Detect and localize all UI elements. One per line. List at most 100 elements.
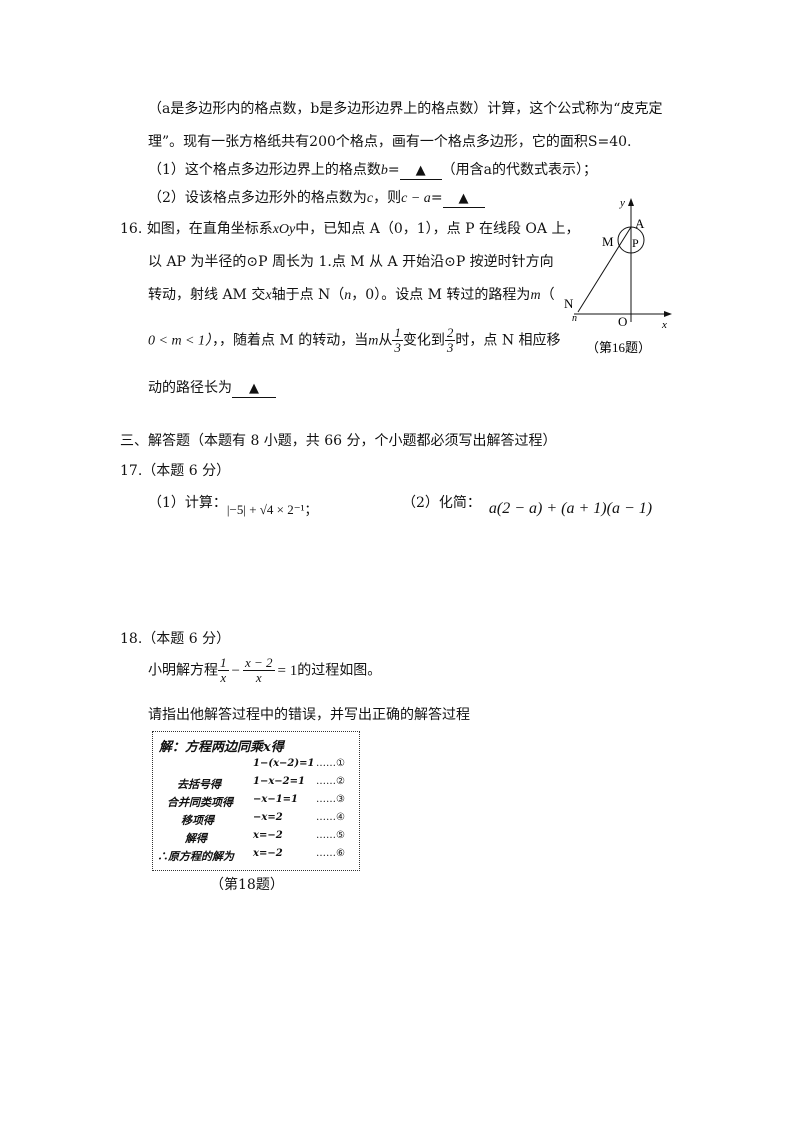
q18-line1-a: 小明解方程 [148, 662, 218, 679]
row-marker: ……① [316, 758, 345, 769]
q16-line2: 以 AP 为半径的⊙P 周长为 1.点 M 从 A 开始沿⊙P 按逆时针方向 [148, 254, 554, 270]
row-equation: −x−1=1 [253, 794, 299, 805]
label-a: A [635, 216, 645, 231]
q15-part2: （2）设该格点多边形外的格点数为c，则c − a= ▲ [148, 187, 485, 208]
row-equation: 1−x−2=1 [253, 776, 305, 787]
label-o: O [618, 314, 627, 329]
fraction-numerator: x − 2 [242, 655, 275, 671]
label-m: M [602, 234, 614, 249]
q16-line4-c: 变化到 [402, 332, 445, 349]
q15-part2-expr: c − a [401, 191, 431, 206]
q18-figure: 解：方程两边同乘x得 1−(x−2)=1 ……① 去括号得 1−x−2=1 ……… [152, 731, 360, 871]
q16-line4-m: m [368, 333, 379, 349]
q15-part2-mid: ，则 [373, 190, 402, 206]
q15-part2-prefix: （2）设该格点多边形外的格点数为 [148, 190, 367, 206]
q18-eq: = 1 [277, 662, 298, 679]
row-equation: x=−2 [253, 848, 283, 859]
label-p: P [632, 236, 639, 250]
q18-figure-row: 1−(x−2)=1 ……① [153, 758, 361, 776]
row-label: 去括号得 [177, 778, 221, 791]
q16-line3-c: ，0）。设点 M 转过的路程为 [351, 287, 531, 303]
q18-title: 18.（本题 6 分） [120, 631, 231, 647]
row-equation: −x=2 [253, 812, 283, 823]
q15-line2: 理”。现有一张方格纸共有200个格点，画有一个格点多边形，它的面积S=40. [148, 134, 632, 150]
q16-line3-var: x [265, 288, 272, 303]
q15-part1-eq: = [387, 162, 400, 178]
q16-line3-a: 转动，射线 AM 交 [148, 287, 266, 303]
q17-part2: （2）化简： a(2 − a) + (a + 1)(a − 1) [402, 492, 652, 517]
q15-part1-var: b [380, 163, 388, 178]
fraction-numerator: 1 [218, 655, 229, 671]
row-equation: x=−2 [253, 830, 283, 841]
row-label: 解得 [185, 832, 207, 845]
q17-part2-label: （2）化简： [402, 495, 481, 511]
row-marker: ……④ [316, 812, 345, 823]
q18-figure-row: 解得 x=−2 ……⑤ [153, 830, 361, 848]
row-marker: ……③ [316, 794, 345, 805]
row-marker: ……⑥ [316, 848, 345, 859]
q16-line3-b: 轴于点 N（ [271, 287, 345, 303]
q18-figure-row: 去括号得 1−x−2=1 ……② [153, 776, 361, 794]
row-marker: ……⑤ [316, 830, 345, 841]
row-equation: 1−(x−2)=1 [253, 758, 315, 769]
q16-line1-b: 中，已知点 A（0，1），点 P 在线段 OA 上， [295, 221, 580, 237]
q18-minus: − [231, 662, 240, 679]
q16-line5-text: 动的路径长为 [148, 380, 232, 396]
q15-part2-blank[interactable]: ▲ [442, 190, 485, 208]
fraction-numerator: 1 [392, 325, 403, 341]
q16-line3-m: m [530, 288, 541, 303]
q15-line1: （a是多边形内的格点数，b是多边形边界上的格点数）计算，这个公式称为“皮克定 [148, 101, 663, 117]
label-n-small: n [572, 313, 577, 324]
q17-part1-label: （1）计算： [148, 495, 227, 511]
q17-part2-expr: a(2 − a) + (a + 1)(a − 1) [488, 500, 653, 517]
q16-line3-n: n [344, 288, 352, 303]
q16-line3-d: （ [540, 287, 555, 303]
q15-part1-suffix: （用含a的代数式表示）； [441, 162, 597, 178]
q16-line1-a: 16. 如图，在直角坐标系 [120, 221, 273, 237]
q16-figure: y A M P N n O x （第16题） [564, 197, 672, 355]
q18-figure-row: 移项得 −x=2 ……④ [153, 812, 361, 830]
q16-blank[interactable]: ▲ [232, 380, 276, 398]
q16-line4-b: 从 [378, 332, 393, 349]
answer-triangle-icon: ▲ [458, 191, 469, 206]
q18-line1-b: 的过程如图。 [297, 662, 382, 679]
ray-am [577, 226, 632, 313]
q16-line5: 动的路径长为 ▲ [148, 377, 276, 398]
q17-part1: （1）计算：|−5| + √4 × 2⁻¹； [148, 492, 318, 517]
row-label: ∴原方程的解为 [157, 850, 234, 863]
answer-triangle-icon: ▲ [415, 163, 426, 178]
q17-part1-expr: |−5| + √4 × 2⁻¹； [226, 502, 318, 517]
fraction-denominator: 3 [446, 340, 454, 355]
q15-part1-prefix: （1）这个格点多边形边界上的格点数 [148, 162, 381, 178]
q18-line2: 请指出他解答过程中的错误，并写出正确的解答过程 [148, 707, 470, 723]
row-marker: ……② [316, 776, 345, 787]
q16-line1: 16. 如图，在直角坐标系xOy中，已知点 A（0，1），点 P 在线段 OA … [120, 218, 579, 238]
row-label: 移项得 [181, 814, 214, 827]
q18-figure-header: 解：方程两边同乘x得 [159, 740, 284, 755]
fraction-denominator: 3 [394, 340, 401, 355]
q15-part1-blank[interactable]: ▲ [399, 162, 442, 180]
answer-triangle-icon: ▲ [249, 381, 259, 396]
q17-title: 17.（本题 6 分） [120, 463, 231, 479]
label-x: x [661, 319, 667, 331]
row-label: 合并同类项得 [167, 796, 233, 809]
q15-part2-eq: = [430, 190, 443, 206]
x-axis-arrow-icon [664, 311, 672, 317]
q15-part1: （1）这个格点多边形边界上的格点数b= ▲ （用含a的代数式表示）； [148, 159, 597, 180]
q16-line3: 转动，射线 AM 交x轴于点 N（n，0）。设点 M 转过的路程为m（ [148, 284, 555, 304]
label-n: N [564, 296, 574, 311]
q16-line4-d: 时，点 N 相应移 [455, 332, 561, 349]
label-y: y [619, 197, 625, 209]
fraction-numerator: 2 [444, 325, 456, 341]
q16-line4-a: ，，随着点 M 的转动，当 [212, 332, 369, 349]
q15-part2-var: c [366, 191, 374, 206]
figure-caption: （第16题） [586, 340, 651, 355]
q18-figure-caption: （第18题） [210, 877, 284, 893]
section3-heading: 三、解答题（本题有 8 小题，共 66 分，个小题都必须写出解答过程） [120, 433, 557, 449]
